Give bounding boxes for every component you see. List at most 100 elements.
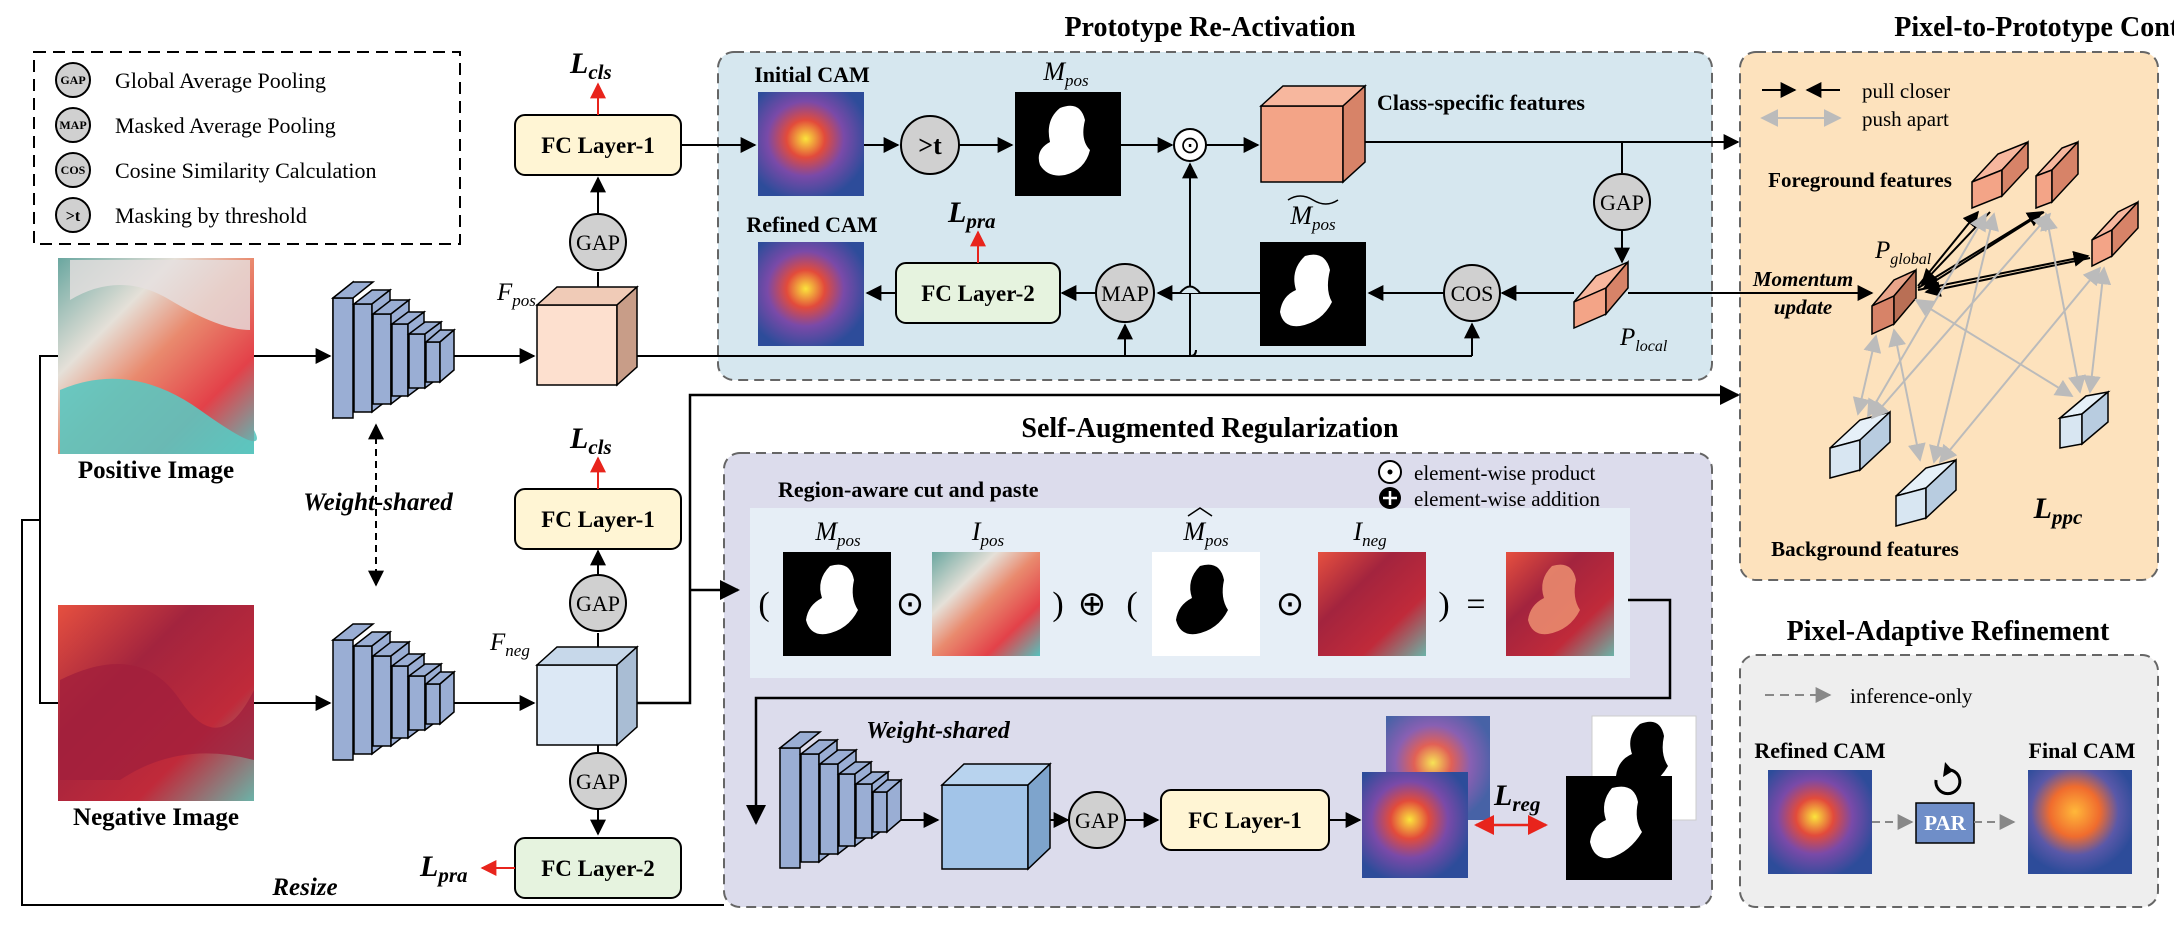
par-button-label: PAR	[1924, 811, 1966, 835]
weight-shared-sar: Weight-shared	[866, 718, 1011, 744]
encoder-positive	[330, 280, 457, 420]
refresh-icon	[1934, 762, 1962, 796]
eq-m-pos-symbol: Mpos	[814, 517, 861, 550]
l-cls-neg: Lcls	[569, 422, 612, 459]
eq-result-image	[1506, 552, 1614, 656]
class-specific-label: Class-specific features	[1377, 90, 1585, 115]
refined-cam-label: Refined CAM	[746, 212, 878, 237]
eq-lparen-1: (	[758, 586, 769, 623]
par-button	[1915, 802, 1975, 844]
odot-node-label: ⊙	[1180, 133, 1200, 159]
mt-pos-mask	[1260, 242, 1366, 346]
sar-cams	[1362, 716, 1490, 878]
bg-vector-1	[1829, 410, 1891, 479]
eq-i-neg-symbol: Ineg	[1352, 517, 1386, 550]
l-pra-pos: Lpra	[947, 196, 996, 233]
eq-mh-pos-mask	[1152, 552, 1260, 656]
fc1-pos-label: FC Layer-1	[541, 133, 654, 158]
gap-node-neg-up-label: GAP	[576, 591, 620, 616]
eq-rparen-2: )	[1438, 586, 1449, 623]
eq-equals: =	[1466, 586, 1485, 623]
gap-node-sar-label: GAP	[1075, 808, 1119, 833]
f-neg-symbol: Fneg	[489, 629, 530, 660]
eq-m-pos-mask	[783, 552, 891, 656]
push-arrows	[1852, 212, 2112, 464]
sar-title: Self-Augmented Regularization	[1021, 413, 1399, 444]
fg-vector-1	[1971, 140, 2029, 210]
eq-i-pos-image	[932, 552, 1040, 656]
region-aware-label: Region-aware cut and paste	[778, 477, 1039, 502]
fg-vector-2	[2035, 140, 2079, 210]
refined-cam-image	[758, 242, 864, 346]
eq-i-neg-image	[1318, 552, 1426, 656]
negative-image	[58, 605, 254, 801]
legend-cos-text: Cosine Similarity Calculation	[115, 158, 377, 183]
eq-rparen-1: )	[1052, 586, 1063, 623]
class-specific-cube	[1259, 84, 1367, 184]
f-pos-symbol: Fpos	[496, 279, 536, 310]
fc1-sar-label: FC Layer-1	[1188, 808, 1301, 833]
l-cls-pos: Lcls	[569, 47, 612, 84]
elem-product-label: element-wise product	[1414, 461, 1596, 485]
eq-odot-1: ⊙	[896, 586, 925, 623]
par-title: Pixel-Adaptive Refinement	[1787, 616, 2110, 647]
legend-threshold-text: Masking by threshold	[115, 203, 307, 228]
encoder-negative	[330, 623, 457, 761]
fc2-pos-label: FC Layer-2	[921, 281, 1034, 306]
sar-masks	[1566, 715, 1697, 880]
push-apart-label: push apart	[1862, 107, 1949, 131]
momentum-label-1: Momentum	[1752, 267, 1853, 291]
eq-lparen-2: (	[1126, 586, 1137, 623]
legend-gap-glyph: GAP	[60, 73, 85, 87]
positive-image-label: Positive Image	[78, 457, 234, 484]
legend-threshold-glyph: >t	[66, 208, 81, 225]
ppc-title: Pixel-to-Prototype Contrast	[1894, 12, 2174, 43]
fc1-neg-label: FC Layer-1	[541, 507, 654, 532]
fg-vector-3	[2091, 200, 2139, 268]
m-pos-mask	[1015, 92, 1121, 196]
initial-cam-image	[758, 92, 864, 196]
par-refined-cam-image	[1768, 770, 1872, 874]
eq-odot-2: ⊙	[1276, 586, 1305, 623]
inference-only-label: inference-only	[1850, 684, 1973, 708]
final-cam-label: Final CAM	[2029, 738, 2136, 763]
legend-map-glyph: MAP	[59, 118, 86, 132]
legend: GAP Global Average Pooling MAP Masked Av…	[33, 51, 461, 245]
p-local-symbol: Plocal	[1619, 324, 1668, 355]
elem-addition-label: element-wise addition	[1414, 487, 1601, 511]
fc2-neg-label: FC Layer-2	[541, 856, 654, 881]
eq-plus: ⊕	[1078, 586, 1107, 623]
negative-image-label: Negative Image	[73, 804, 239, 831]
background-label: Background features	[1771, 537, 1959, 561]
momentum-label-2: update	[1774, 295, 1832, 319]
encoder-sar	[777, 731, 904, 869]
gap-node-pra-label: GAP	[1600, 190, 1644, 215]
legend-cos-glyph: COS	[61, 163, 86, 177]
l-pra-neg: Lpra	[419, 850, 468, 887]
pra-title: Prototype Re-Activation	[1064, 12, 1356, 43]
foreground-label: Foreground features	[1768, 168, 1952, 192]
p-local-vector	[1573, 259, 1629, 330]
f-pos-cube	[535, 285, 639, 387]
l-ppc: Lppc	[2033, 492, 2083, 529]
par-refined-cam-label: Refined CAM	[1754, 738, 1886, 763]
legend-map-text: Masked Average Pooling	[115, 113, 336, 138]
eq-i-pos-symbol: Ipos	[971, 517, 1005, 550]
positive-image	[58, 258, 257, 454]
resize-label: Resize	[271, 874, 337, 901]
mt-pos-symbol: Mpos	[1289, 201, 1336, 234]
legend-gap-text: Global Average Pooling	[115, 68, 326, 93]
weight-shared-label: Weight-shared	[303, 489, 453, 516]
cos-node-label: COS	[1451, 281, 1494, 306]
map-node-label: MAP	[1101, 281, 1149, 306]
initial-cam-label: Initial CAM	[754, 62, 870, 87]
threshold-node-label: >t	[918, 131, 942, 160]
bg-vector-2	[1895, 458, 1957, 527]
l-reg: Lreg	[1493, 779, 1540, 816]
final-cam-image	[2028, 770, 2132, 874]
gap-node-neg-down-label: GAP	[576, 769, 620, 794]
gap-node-pos-label: GAP	[576, 230, 620, 255]
m-pos-symbol: Mpos	[1042, 57, 1089, 90]
eq-mh-pos-symbol: Mpos	[1182, 517, 1229, 550]
f-neg-cube	[535, 645, 639, 747]
